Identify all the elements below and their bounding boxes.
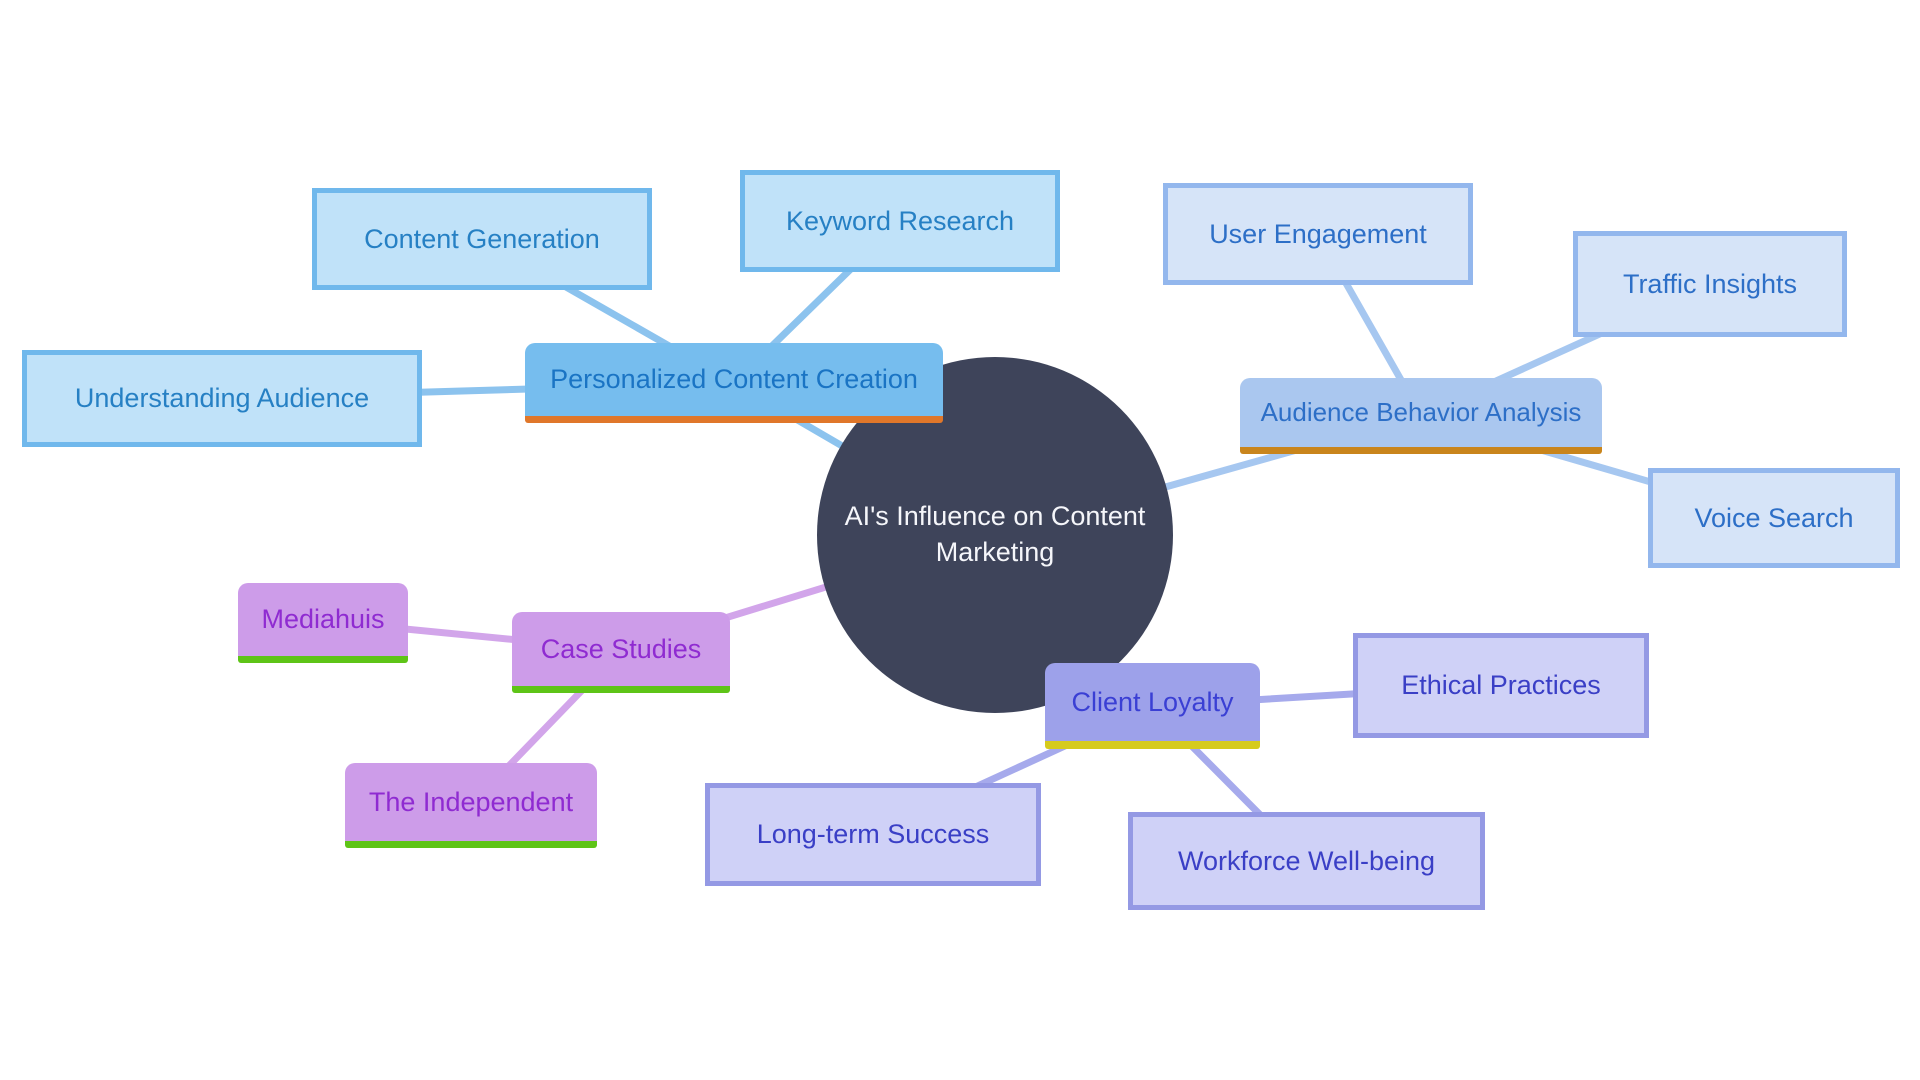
node-label: Mediahuis — [261, 604, 385, 634]
node-label: Long-term Success — [756, 819, 990, 849]
branch-label: Personalized Content Creation — [550, 364, 918, 394]
node-label: User Engagement — [1209, 218, 1427, 249]
node-label: Traffic Insights — [1622, 268, 1798, 299]
node-user-engagement[interactable]: User Engagement — [1163, 183, 1473, 285]
node-label: Understanding Audience — [74, 383, 370, 413]
node-traffic-insights[interactable]: Traffic Insights — [1573, 231, 1847, 337]
node-mediahuis[interactable]: Mediahuis — [238, 583, 408, 663]
branch-label: Audience Behavior Analysis — [1260, 397, 1582, 427]
node-voice-search[interactable]: Voice Search — [1648, 468, 1900, 568]
node-ethical-practices[interactable]: Ethical Practices — [1353, 633, 1649, 738]
branch-personalized-content-creation[interactable]: Personalized Content Creation — [525, 343, 943, 423]
node-workforce-well-being[interactable]: Workforce Well-being — [1128, 812, 1485, 910]
branch-client-loyalty[interactable]: Client Loyalty — [1045, 663, 1260, 749]
node-keyword-research[interactable]: Keyword Research — [740, 170, 1060, 272]
node-long-term-success[interactable]: Long-term Success — [705, 783, 1041, 886]
node-label: Voice Search — [1694, 502, 1854, 533]
branch-label: Case Studies — [540, 633, 702, 664]
node-understanding-audience[interactable]: Understanding Audience — [22, 350, 422, 447]
branch-label: Client Loyalty — [1071, 686, 1234, 717]
node-label: Workforce Well-being — [1177, 845, 1436, 876]
node-label: Keyword Research — [785, 205, 1015, 236]
node-label: Content Generation — [364, 223, 600, 254]
node-label: The Independent — [368, 786, 574, 817]
center-topic-label: AI's Influence on Content Marketing — [844, 501, 1146, 567]
node-the-independent[interactable]: The Independent — [345, 763, 597, 848]
node-content-generation[interactable]: Content Generation — [312, 188, 652, 290]
node-label: Ethical Practices — [1401, 670, 1601, 700]
branch-case-studies[interactable]: Case Studies — [512, 612, 730, 693]
branch-audience-behavior-analysis[interactable]: Audience Behavior Analysis — [1240, 378, 1602, 454]
